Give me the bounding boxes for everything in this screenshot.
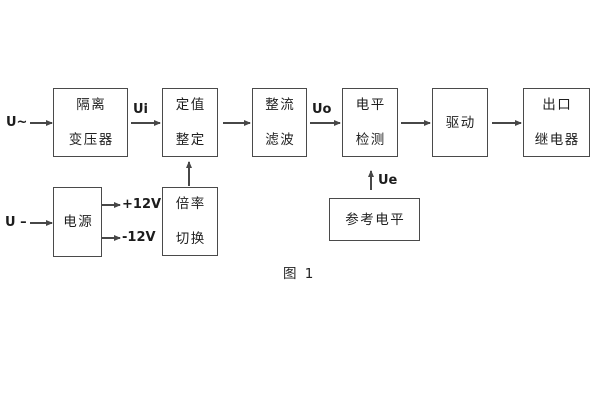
block-drive: 驱动	[432, 88, 488, 157]
block-label: 电平	[355, 96, 386, 113]
block-label: 倍率	[175, 195, 206, 212]
arrow-reference-to-level	[370, 171, 372, 190]
arrow-isolation-to-setpoint	[131, 122, 160, 124]
block-label: 检测	[355, 131, 386, 148]
block-output-relay: 出口 继电器	[523, 88, 590, 157]
label-neg-12v: -12V	[122, 230, 156, 245]
label-ac-input: U~	[6, 115, 28, 130]
block-label: 切换	[175, 230, 206, 247]
arrow-level-to-drive	[401, 122, 430, 124]
block-label: 电源	[63, 214, 94, 230]
block-label: 整定	[175, 131, 206, 148]
block-isolation-transformer: 隔离 变压器	[53, 88, 128, 157]
label-uo: Uo	[312, 102, 332, 117]
block-rectify-filter: 整流 滤波	[252, 88, 307, 157]
block-label: 出口	[542, 96, 573, 113]
arrow-ac-input	[30, 122, 52, 124]
label-ui: Ui	[133, 102, 149, 117]
block-label: 整流	[265, 96, 296, 113]
block-label: 隔离	[76, 96, 107, 113]
arrow-multiplier-to-setpoint	[188, 162, 190, 186]
arrow-setpoint-to-rectify	[223, 122, 250, 124]
figure-caption: 图 1	[283, 266, 316, 282]
block-label: 驱动	[445, 114, 476, 131]
block-label: 滤波	[265, 131, 296, 148]
label-pos-12v: +12V	[122, 197, 162, 212]
arrow-pos-rail	[102, 204, 120, 206]
block-label: 变压器	[68, 131, 114, 148]
block-reference-level: 参考电平	[329, 198, 420, 241]
block-power-supply: 电源	[53, 187, 102, 257]
arrow-rectify-to-level	[310, 122, 340, 124]
block-label: 参考电平	[345, 211, 406, 228]
block-level-detect: 电平 检测	[342, 88, 398, 157]
block-label: 继电器	[534, 131, 580, 148]
block-multiplier-switch: 倍率 切换	[162, 187, 218, 256]
arrow-dc-input	[30, 222, 52, 224]
arrow-drive-to-relay	[492, 122, 521, 124]
label-ue: Ue	[378, 173, 398, 188]
arrow-neg-rail	[102, 237, 120, 239]
label-dc-input: U –	[5, 215, 27, 230]
block-label: 定值	[175, 96, 206, 113]
block-setpoint-adjust: 定值 整定	[162, 88, 218, 157]
